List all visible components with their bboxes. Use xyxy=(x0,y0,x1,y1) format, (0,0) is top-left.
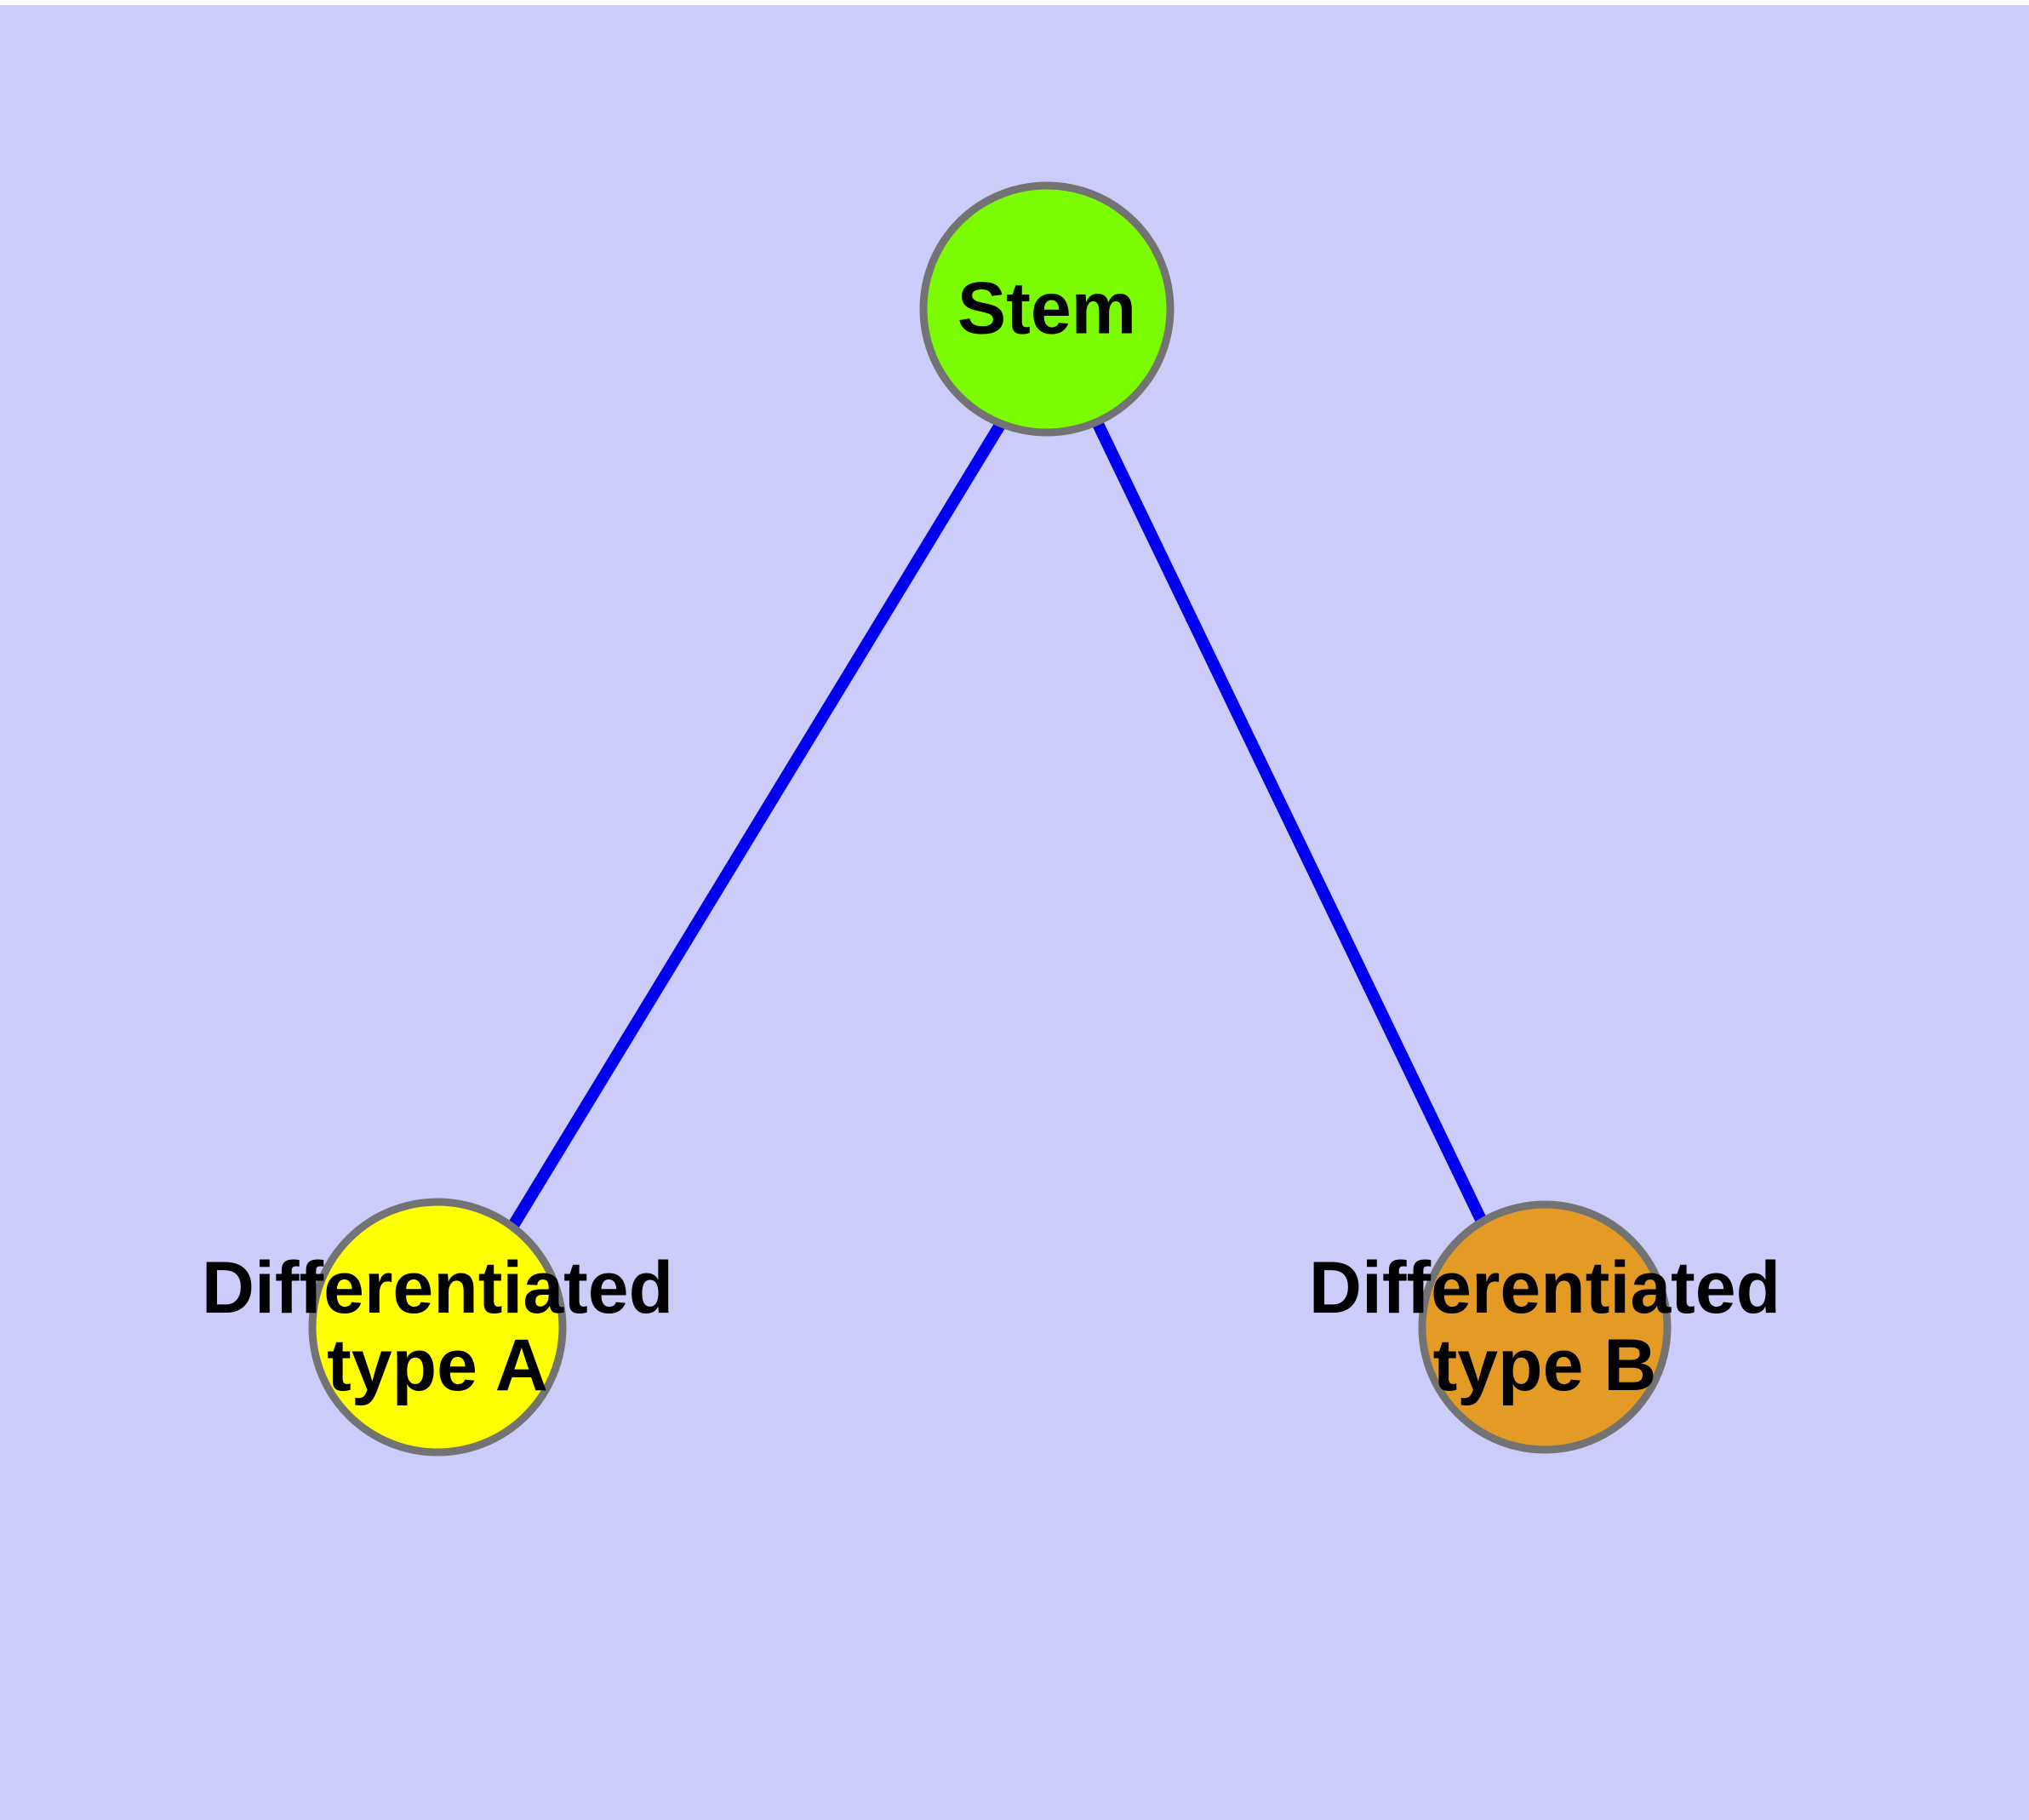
graph-svg xyxy=(308,181,1672,1457)
diagram-plot-area: Stem Differentiated type A Differentiate… xyxy=(0,5,2029,1820)
node-layer xyxy=(308,181,1672,1457)
node-diff-a[interactable] xyxy=(308,1198,567,1457)
edge-stem-to-diff-b xyxy=(1091,419,1491,1232)
edge-stem-to-diff-a xyxy=(506,415,1009,1232)
node-diff-b[interactable] xyxy=(1418,1200,1672,1454)
edge-layer xyxy=(506,415,1491,1232)
node-stem[interactable] xyxy=(919,181,1175,437)
